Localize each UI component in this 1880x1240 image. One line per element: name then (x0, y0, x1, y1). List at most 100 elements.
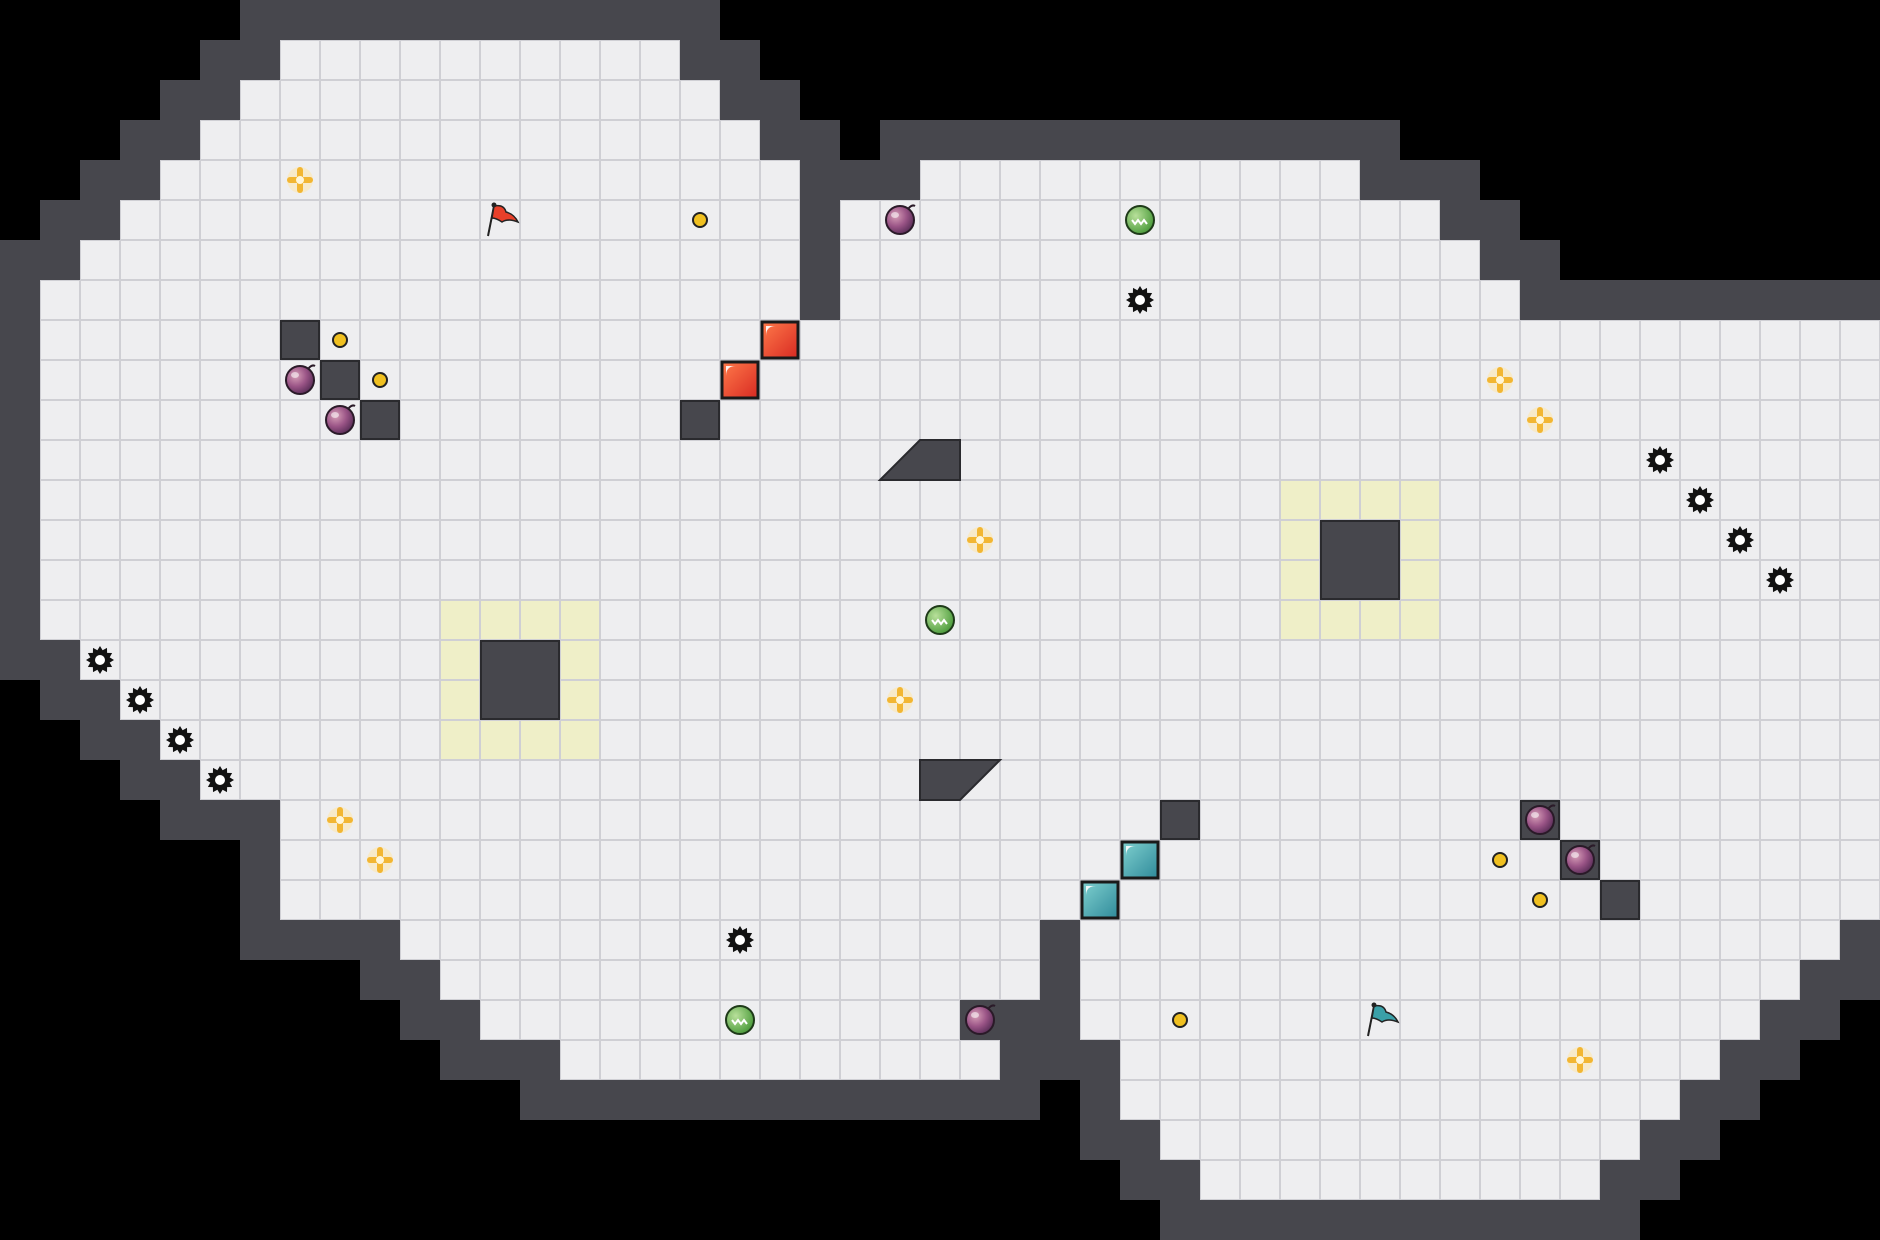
floor-tile (440, 920, 480, 960)
star-pickup-icon[interactable] (1567, 1047, 1593, 1073)
mine-icon[interactable] (1646, 446, 1674, 474)
grid-cell (1240, 240, 1280, 280)
floor-tile (1600, 920, 1640, 960)
mine-icon[interactable] (126, 686, 154, 714)
coin-icon[interactable] (692, 212, 708, 228)
floor-tile (680, 560, 720, 600)
red-flag-icon[interactable] (487, 202, 520, 237)
coin-icon[interactable] (372, 372, 388, 388)
outer-wall-tile (1120, 120, 1160, 160)
mine-icon[interactable] (166, 726, 194, 754)
blue-flag-icon[interactable] (1367, 1002, 1400, 1037)
star-pickup-icon[interactable] (327, 807, 353, 833)
grid-cell (440, 880, 480, 920)
grid-cell (1000, 800, 1040, 840)
grid-cell (1600, 320, 1640, 360)
blue-player-tile[interactable] (1080, 880, 1120, 920)
floor-tile (840, 240, 880, 280)
grid-cell (1760, 440, 1800, 480)
bomb-icon[interactable] (885, 204, 916, 235)
grid-cell (360, 520, 400, 560)
bomb-icon[interactable] (325, 404, 356, 435)
grid-cell (1520, 320, 1560, 360)
grid-cell (1280, 840, 1320, 880)
grid-cell (720, 760, 760, 800)
star-pickup-icon[interactable] (367, 847, 393, 873)
bomb-fuse (907, 204, 916, 210)
floor-tile (1600, 440, 1640, 480)
floor-tile (400, 880, 440, 920)
outer-wall-tile (1520, 280, 1560, 320)
floor-tile (1840, 720, 1880, 760)
bomb-icon[interactable] (1565, 844, 1596, 875)
mine-icon[interactable] (726, 926, 754, 954)
star-pickup-icon[interactable] (1527, 407, 1553, 433)
coin-icon[interactable] (332, 332, 348, 348)
floor-tile (1080, 200, 1120, 240)
mine-icon[interactable] (206, 766, 234, 794)
shield-orb-icon[interactable] (925, 605, 955, 635)
coin-icon[interactable] (1492, 852, 1508, 868)
blue-player-tile[interactable] (1120, 840, 1160, 880)
outer-wall-tile (800, 120, 840, 160)
floor-tile (1440, 320, 1480, 360)
floor-tile (360, 760, 400, 800)
floor-tile (1200, 320, 1240, 360)
grid-cell (1040, 600, 1080, 640)
grid-cell (800, 440, 840, 480)
outer-wall-tile (1120, 1160, 1160, 1200)
grid-cell (1560, 880, 1600, 920)
bomb-icon[interactable] (1525, 804, 1556, 835)
grid-cell (440, 960, 480, 1000)
mine-icon[interactable] (1726, 526, 1754, 554)
grid-cell (840, 360, 880, 400)
star-pickup-icon[interactable] (967, 527, 993, 553)
floor-tile (1800, 800, 1840, 840)
shield-orb-icon[interactable] (725, 1005, 755, 1035)
floor-tile (1680, 600, 1720, 640)
grid-cell (960, 680, 1000, 720)
star-pickup-icon[interactable] (1487, 367, 1513, 393)
grid-cell (1480, 360, 1520, 400)
floor-tile (280, 560, 320, 600)
floor-tile (1040, 560, 1080, 600)
grid-cell (1080, 160, 1120, 200)
grid-cell (1360, 880, 1400, 920)
red-player-tile[interactable] (760, 320, 800, 360)
star-pickup-icon[interactable] (887, 687, 913, 713)
grid-cell (400, 80, 440, 120)
grid-cell (800, 400, 840, 440)
grid-cell (40, 600, 80, 640)
floor-tile (1720, 800, 1760, 840)
grid-cell (1640, 560, 1680, 600)
floor-tile (800, 560, 840, 600)
floor-tile (1040, 600, 1080, 640)
bomb-icon[interactable] (965, 1004, 996, 1035)
floor-tile (1800, 600, 1840, 640)
grid-cell (1000, 280, 1040, 320)
floor-tile (1040, 160, 1080, 200)
red-player-tile[interactable] (720, 360, 760, 400)
floor-tile (1440, 560, 1480, 600)
grid-cell (1320, 360, 1360, 400)
coin-icon[interactable] (1532, 892, 1548, 908)
mine-icon[interactable] (86, 646, 114, 674)
mine-icon[interactable] (1126, 286, 1154, 314)
grid-cell (1120, 880, 1160, 920)
shield-orb-icon[interactable] (1125, 205, 1155, 235)
bomb-icon[interactable] (285, 364, 316, 395)
floor-tile (720, 960, 760, 1000)
grid-cell (1120, 160, 1160, 200)
mine-icon[interactable] (1686, 486, 1714, 514)
outer-wall-tile (1520, 1200, 1560, 1240)
floor-tile (1520, 1080, 1560, 1120)
floor-tile (1200, 440, 1240, 480)
floor-tile (1000, 160, 1040, 200)
grid-cell (1480, 680, 1520, 720)
grid-cell (1080, 360, 1120, 400)
star-pickup-icon[interactable] (287, 167, 313, 193)
mine-icon[interactable] (1766, 566, 1794, 594)
floor-tile (1680, 840, 1720, 880)
floor-tile (1520, 520, 1560, 560)
coin-icon[interactable] (1172, 1012, 1188, 1028)
